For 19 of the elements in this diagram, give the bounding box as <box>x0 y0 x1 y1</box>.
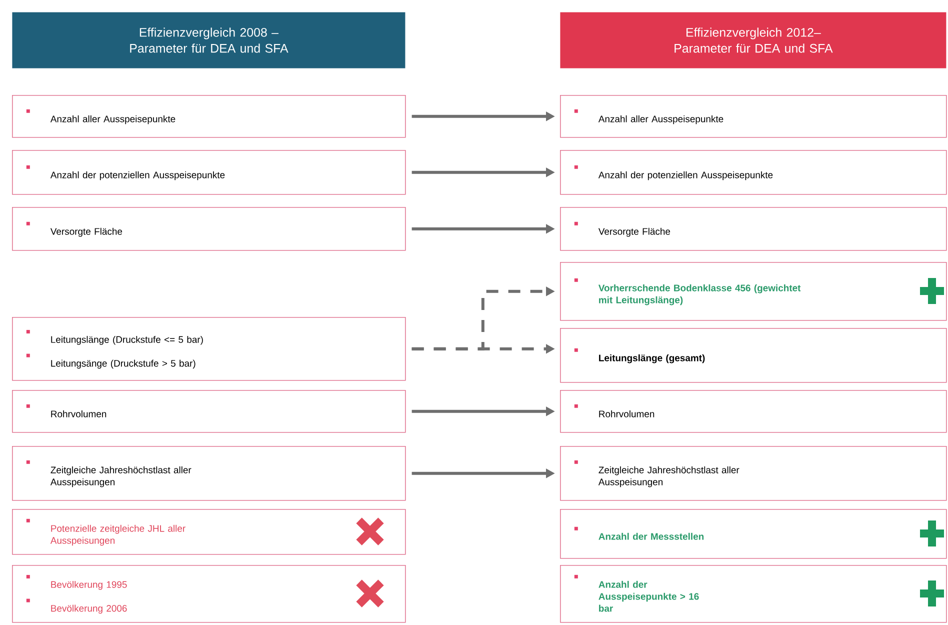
parameter-box: Vorherrschende Bodenklasse 456 (gewichtet mit Leitungslänge) <box>560 262 947 321</box>
parameter-box: Leitungslänge (Druckstufe <= 5 bar) Leitungsänge (Druckstufe > 5 bar) <box>12 317 406 381</box>
parameter-box: Anzahl aller Ausspeisepunkte <box>560 95 947 138</box>
parameter-box: Versorgte Fläche <box>560 207 947 251</box>
parameter-box: Zeitgleiche Jahreshöchstlast aller Ausspeisungen <box>560 446 947 501</box>
parameter-box: Leitungslänge (gesamt) <box>560 328 947 383</box>
parameter-box: Rohrvolumen <box>560 390 947 433</box>
header-banner: Effizienzvergleich 2012– Parameter für DEA und SFA <box>560 12 946 68</box>
parameter-box: Potenzielle zeitgleiche JHL aller Ausspeisungen <box>12 509 406 555</box>
parameter-box: Anzahl der Ausspeisepunkte > 16 bar <box>560 565 947 623</box>
parameter-box: Versorgte Fläche <box>12 207 406 251</box>
parameter-box: Anzahl aller Ausspeisepunkte <box>12 95 406 138</box>
parameter-box: Anzahl der Messstellen <box>560 509 947 559</box>
parameter-box: Anzahl der potenziellen Ausspeisepunkte <box>12 150 406 195</box>
parameter-box: Bevölkerung 1995 Bevölkerung 2006 <box>12 565 406 623</box>
parameter-box: Anzahl der potenziellen Ausspeisepunkte <box>560 150 947 195</box>
header-banner: Effizienzvergleich 2008 – Parameter für DEA und SFA <box>12 12 406 68</box>
parameter-box: Rohrvolumen <box>12 390 406 433</box>
parameter-box: Zeitgleiche Jahreshöchstlast aller Ausspeisungen <box>12 446 406 501</box>
